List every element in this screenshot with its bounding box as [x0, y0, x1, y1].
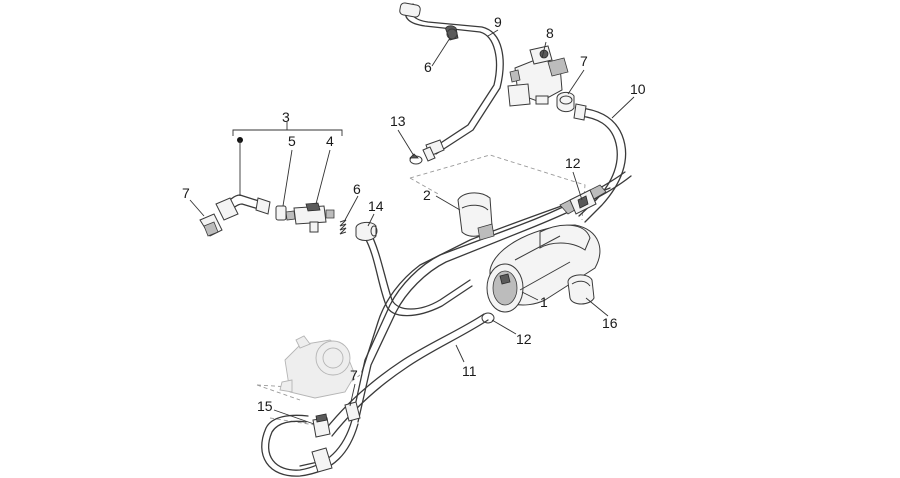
- callout-3-bracket: [232, 122, 343, 196]
- callout-4: 4: [326, 133, 334, 149]
- part-6-spring-clamp: [339, 219, 347, 235]
- assembly-guide-lines: [256, 154, 586, 426]
- callout-7-right: 7: [580, 53, 588, 69]
- callout-10: 10: [630, 81, 646, 97]
- leader-lines: [189, 29, 635, 425]
- callout-12-upper: 12: [565, 155, 581, 171]
- callout-9: 9: [494, 14, 502, 30]
- callout-8: 8: [546, 25, 554, 41]
- part-12-clamp-lower: [481, 312, 495, 324]
- callout-13: 13: [390, 113, 406, 129]
- callout-2: 2: [423, 187, 431, 203]
- lower-loop-hose: [261, 414, 359, 477]
- part-1-canister: [486, 184, 607, 313]
- part-7-sleeve-right: [556, 91, 575, 113]
- callout-3: 3: [282, 109, 290, 125]
- part-4-check-valve: [285, 202, 335, 233]
- part-6-clamp-top: [445, 25, 459, 41]
- part-8-solenoid-valve: [507, 45, 569, 107]
- callout-5: 5: [288, 133, 296, 149]
- part-15-clamp: [312, 413, 331, 438]
- part-3-hose-set: [215, 194, 271, 221]
- throttle-body-outline: [279, 335, 356, 399]
- part-16-clip: [567, 274, 595, 305]
- callout-12-lower: 12: [516, 331, 532, 347]
- part-13-clip: [409, 153, 423, 165]
- part-12-clamp-upper: [577, 195, 589, 209]
- callout-7-lower: 7: [350, 367, 358, 383]
- part-2-bracket: [457, 192, 495, 241]
- part-7-sleeve-lower: [344, 401, 361, 422]
- callout-15: 15: [257, 398, 273, 414]
- callout-6-left: 6: [353, 181, 361, 197]
- callout-labels: 1 2 3 4 5 6 6 7 7 7 8 9 10 11 12 12 13 1…: [182, 14, 646, 414]
- part-14-sleeve: [355, 221, 378, 241]
- part-9-vent-hose: [399, 2, 504, 162]
- part-5-sleeve: [275, 205, 287, 221]
- callout-6-top: 6: [424, 59, 432, 75]
- part-7-elbow-left: [199, 213, 223, 237]
- callout-14: 14: [368, 198, 384, 214]
- callout-16: 16: [602, 315, 618, 331]
- callout-7-left: 7: [182, 185, 190, 201]
- callout-1: 1: [540, 294, 548, 310]
- callout-11: 11: [462, 363, 477, 379]
